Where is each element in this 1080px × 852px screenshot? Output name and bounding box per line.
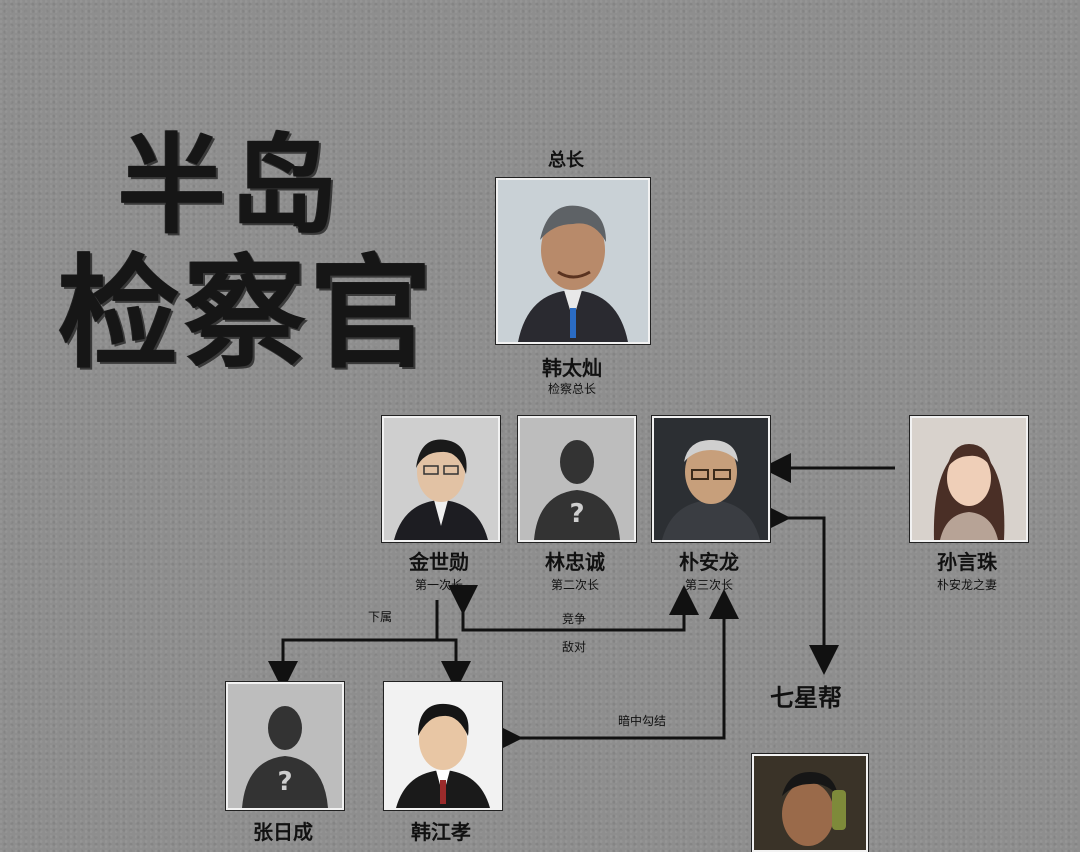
name-park-anlong: 朴安龙 [679,550,739,574]
portrait-han-jiangxiao [384,682,502,810]
name-han-jiangxiao: 韩江孝 [411,820,471,844]
portrait-zhang-richeng: ? [226,682,344,810]
old-man-glasses-icon [654,418,768,540]
name-sun-yanzhu: 孙言珠 [937,550,997,574]
woman-portrait-icon [912,418,1026,540]
label-collusion: 暗中勾结 [618,714,667,728]
role-park-anlong: 第三次长 [684,578,733,592]
park-gang-arrow [761,503,839,675]
subordinate-branch-left [268,638,437,691]
man-on-phone-icon [754,756,866,850]
chief-portrait [496,178,650,344]
collusion-arrow [493,589,739,753]
role-lin-zhongcheng: 第二次长 [550,578,599,592]
name-zhang-richeng: 张日成 [253,820,313,844]
role-sun-yanzhu: 朴安龙之妻 [936,578,997,592]
top-level-label: 总长 [548,150,584,171]
label-subordinate: 下属 [368,610,393,624]
portrait-gang-member [752,754,868,852]
title-line-2: 检察官 [58,241,436,385]
chief-role: 检察总长 [547,382,596,396]
portrait-kim-sehun [382,416,500,542]
role-kim-sehun: 第一次长 [414,578,463,592]
portrait-lin-zhongcheng: ? [518,416,636,542]
name-lin-zhongcheng: 林忠诚 [545,550,605,574]
subordinate-branch-right [437,638,471,691]
unknown-person-silhouette-icon: ? [520,418,634,540]
unknown-mark: ? [569,499,584,529]
label-compete: 竞争 [562,612,587,626]
portrait-sun-yanzhu [910,416,1028,542]
gang-label: 七星帮 [770,683,842,712]
man-with-glasses-icon [384,418,498,540]
portrait-park-anlong [652,416,770,542]
young-man-portrait-icon [386,684,500,808]
unknown-person-silhouette-icon: ? [228,684,342,808]
chief-name: 韩太灿 [542,356,602,380]
label-hostile: 敌对 [562,640,587,654]
man-portrait-icon [498,180,648,342]
unknown-mark: ? [277,767,292,797]
title-line-1: 半岛 [118,123,343,249]
name-kim-sehun: 金世勋 [409,550,469,574]
